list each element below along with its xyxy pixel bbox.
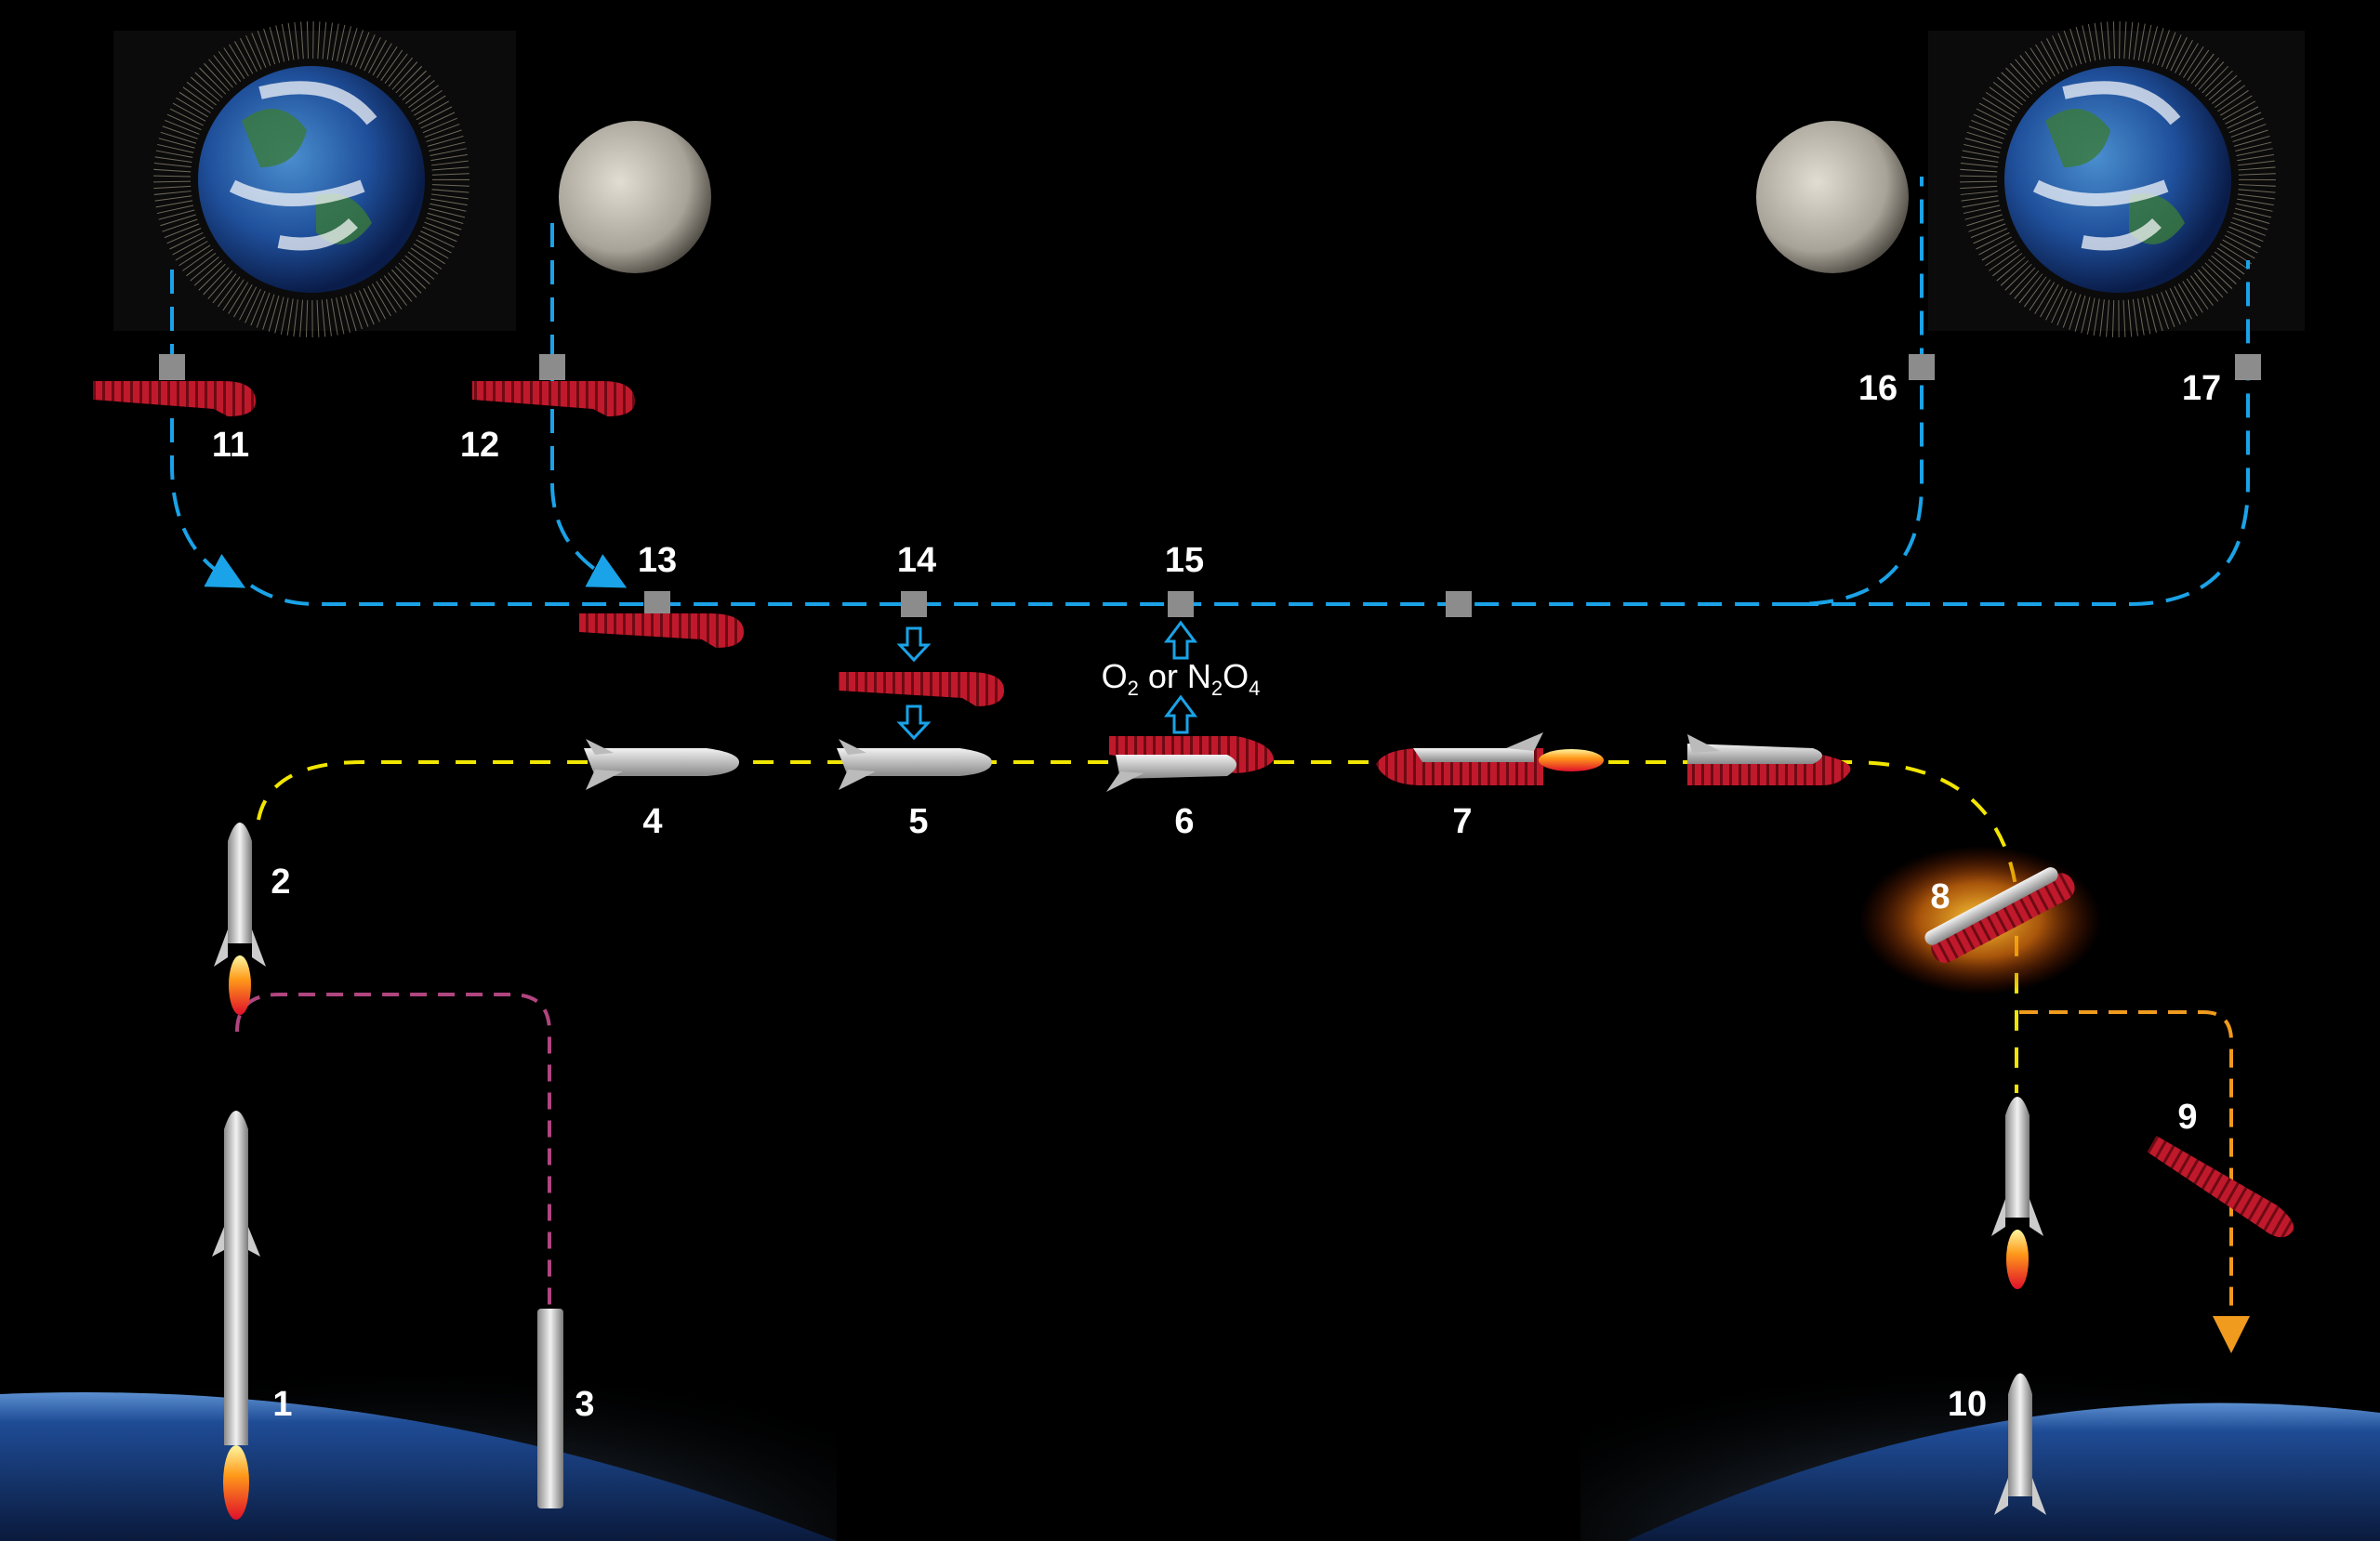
path-tanker-return: [2019, 1010, 2250, 1353]
depot-tank-13: [579, 613, 744, 648]
full-stack-1-launch: [212, 1111, 260, 1520]
moon-left: [559, 121, 711, 273]
ship-4: [584, 739, 739, 790]
ship-2-ascent: [214, 823, 266, 1015]
step-label-1: 1: [272, 1385, 292, 1424]
step-label-6: 6: [1174, 802, 1194, 841]
step-label-15: 15: [1165, 541, 1204, 580]
waypoint-17: [2235, 354, 2261, 380]
step-label-2: 2: [271, 863, 290, 902]
engine-flame: [223, 1445, 249, 1520]
ship-8-reentry: [1924, 867, 2075, 963]
ship-descent: [1991, 1097, 2043, 1289]
step-label-3: 3: [575, 1385, 594, 1424]
engine-flame: [229, 955, 251, 1015]
earth-right: [2004, 66, 2231, 293]
waypoint-16: [1909, 354, 1935, 380]
step-label-13: 13: [638, 541, 677, 580]
step-label-9: 9: [2177, 1098, 2197, 1137]
arrow-up-icon: [1164, 620, 1197, 734]
propellant-label: O2 or N2O4: [1102, 657, 1261, 700]
path-earth-orbit-left: [170, 270, 246, 588]
step-label-4: 4: [642, 802, 662, 841]
path-booster-return: [235, 993, 551, 1305]
earth-horizon-left: [0, 1391, 837, 1541]
waypoint-depot: [1446, 591, 1472, 617]
depot-tank-14: [839, 672, 1004, 706]
path-earth-orbit-right: [1794, 260, 2250, 606]
path-depot-orbit: [249, 177, 1924, 606]
arrow-down-icon: [896, 626, 932, 741]
earth-debris-left: [113, 21, 516, 337]
step-label-11: 11: [212, 426, 249, 465]
step-label-10: 10: [1948, 1385, 1987, 1424]
ship-5: [837, 739, 992, 790]
ship-7-burn: [1376, 732, 1604, 785]
earth-left: [198, 66, 425, 293]
depot-tank-12: [472, 381, 635, 416]
depot-tank-11: [93, 381, 256, 416]
waypoint-12: [539, 354, 565, 380]
step-label-12: 12: [460, 426, 499, 465]
tanker-ship-6: [1106, 736, 1274, 792]
booster-3-landed: [537, 1309, 563, 1508]
earth-horizon-right: [1627, 1403, 2380, 1541]
step-label-5: 5: [908, 802, 928, 841]
step-label-14: 14: [897, 541, 936, 580]
ship-10-landed: [1994, 1373, 2046, 1515]
step-label-7: 7: [1452, 802, 1472, 841]
step-label-16: 16: [1858, 369, 1897, 408]
waypoint-13: [644, 591, 670, 617]
path-lunar-left: [550, 223, 628, 588]
waypoint-11: [159, 354, 185, 380]
moon-right: [1756, 121, 1909, 273]
waypoint-15: [1168, 591, 1194, 617]
tanker-9-return: [2147, 1136, 2294, 1238]
step-label-17: 17: [2182, 369, 2221, 408]
earth-debris-right: [1928, 21, 2305, 337]
waypoint-14: [901, 591, 927, 617]
engine-flame: [1539, 749, 1604, 771]
path-ship-trajectory: [257, 760, 2018, 1093]
engine-flame: [2006, 1230, 2029, 1289]
step-label-8: 8: [1930, 877, 1950, 916]
ship-depart: [1687, 734, 1851, 785]
